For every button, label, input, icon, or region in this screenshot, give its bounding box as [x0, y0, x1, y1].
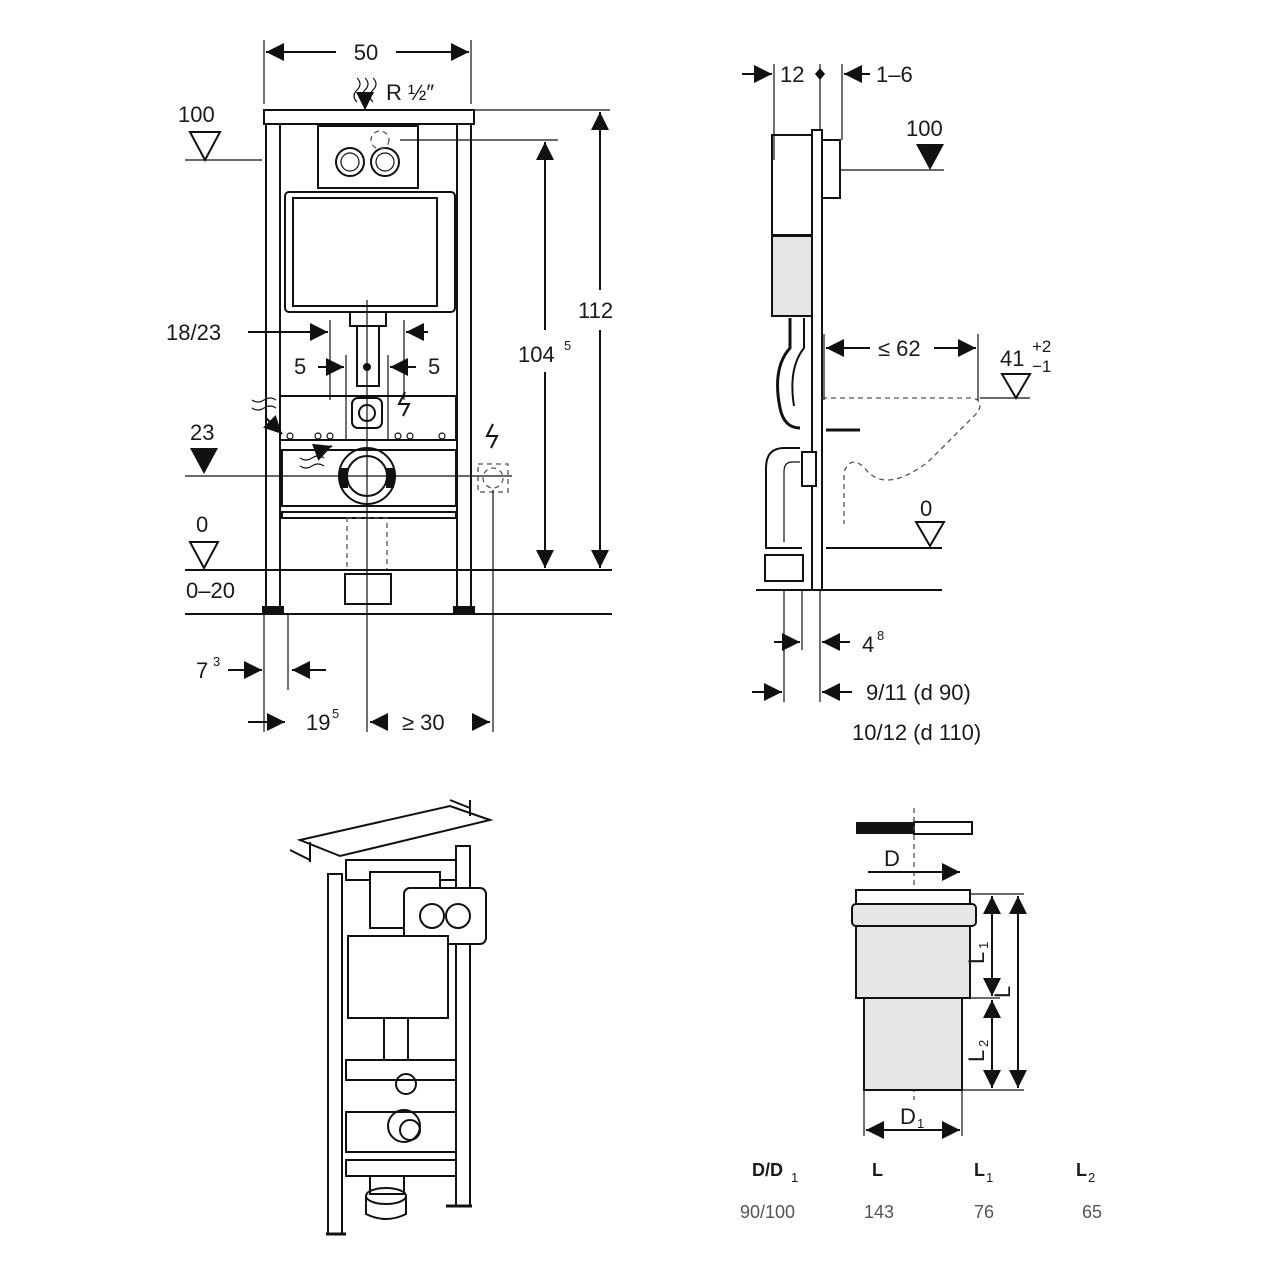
- adapter-label-L1-sub: 1: [976, 942, 991, 949]
- dim-7-sup: 3: [213, 654, 220, 669]
- level-100-label: 100: [178, 102, 215, 127]
- adapter-label-D1-sub: 1: [917, 1116, 924, 1131]
- side-level-0-label: 0: [920, 496, 932, 521]
- dim-height-104: 104: [518, 342, 555, 367]
- table-header-l2: L: [1076, 1160, 1087, 1180]
- dim-height-104-sup: 5: [564, 338, 571, 353]
- table-header-dd1: D/D: [752, 1160, 783, 1180]
- dim-18-23: 18/23: [166, 320, 221, 345]
- dim-5-left: 5: [294, 354, 306, 379]
- dim-4-sup: 8: [877, 628, 884, 643]
- tol-minus: −1: [1032, 357, 1051, 376]
- dim-d90: 9/11 (d 90): [866, 680, 971, 705]
- dim-range-1-6: 1–6: [876, 62, 913, 87]
- adapter-label-L1: L: [964, 952, 989, 964]
- table-cell-l1: 76: [974, 1202, 994, 1222]
- dim-5-right: 5: [428, 354, 440, 379]
- table-cell-dd1: 90/100: [740, 1202, 795, 1222]
- dim-height-112: 112: [578, 298, 613, 323]
- adapter-label-L: L: [990, 986, 1015, 998]
- level-41-label: 41: [1000, 346, 1024, 371]
- side-level-100-label: 100: [906, 116, 943, 141]
- table-header-l1: L: [974, 1160, 985, 1180]
- dim-ge30: ≥ 30: [402, 710, 445, 735]
- dim-width-50: 50: [354, 40, 378, 65]
- tol-plus: +2: [1032, 337, 1051, 356]
- adapter-label-D1: D: [900, 1104, 916, 1129]
- dim-d110: 10/12 (d 110): [852, 720, 981, 745]
- connection-label: R ½″: [386, 80, 434, 105]
- dimension-table: D/D 1 L L 1 L 2 90/100 143 76 65: [740, 1160, 1102, 1222]
- level-23-label: 23: [190, 420, 214, 445]
- dim-le62: ≤ 62: [878, 336, 921, 361]
- table-header-l: L: [872, 1160, 883, 1180]
- range-0-20: 0–20: [186, 578, 235, 603]
- table-header-l1-sub: 1: [986, 1170, 993, 1185]
- table-header-dd1-sub: 1: [791, 1170, 798, 1185]
- dim-depth-12: 12: [780, 62, 804, 87]
- table-cell-l: 143: [864, 1202, 894, 1222]
- dim-4: 4: [862, 632, 874, 657]
- dim-7: 7: [196, 658, 208, 683]
- adapter-label-L2: L: [964, 1050, 989, 1062]
- isometric-view: [289, 799, 494, 1236]
- table-cell-l2: 65: [1082, 1202, 1102, 1222]
- table-header-l2-sub: 2: [1088, 1170, 1095, 1185]
- side-view: 12 1–6 100 ≤ 62 41 +2 −1 0 4 8 9/11 (d 9…: [742, 62, 1051, 745]
- dim-19: 19: [306, 710, 330, 735]
- adapter-label-D: D: [884, 846, 900, 871]
- adapter-drawing: D D 1 L 1 L 2 L: [851, 808, 1027, 1139]
- level-0-label: 0: [196, 512, 208, 537]
- adapter-label-L2-sub: 2: [976, 1040, 991, 1047]
- dim-19-sup: 5: [332, 706, 339, 721]
- front-view: 50 R ½″ 100 112 104 5 18/23 5 5 23: [166, 40, 613, 735]
